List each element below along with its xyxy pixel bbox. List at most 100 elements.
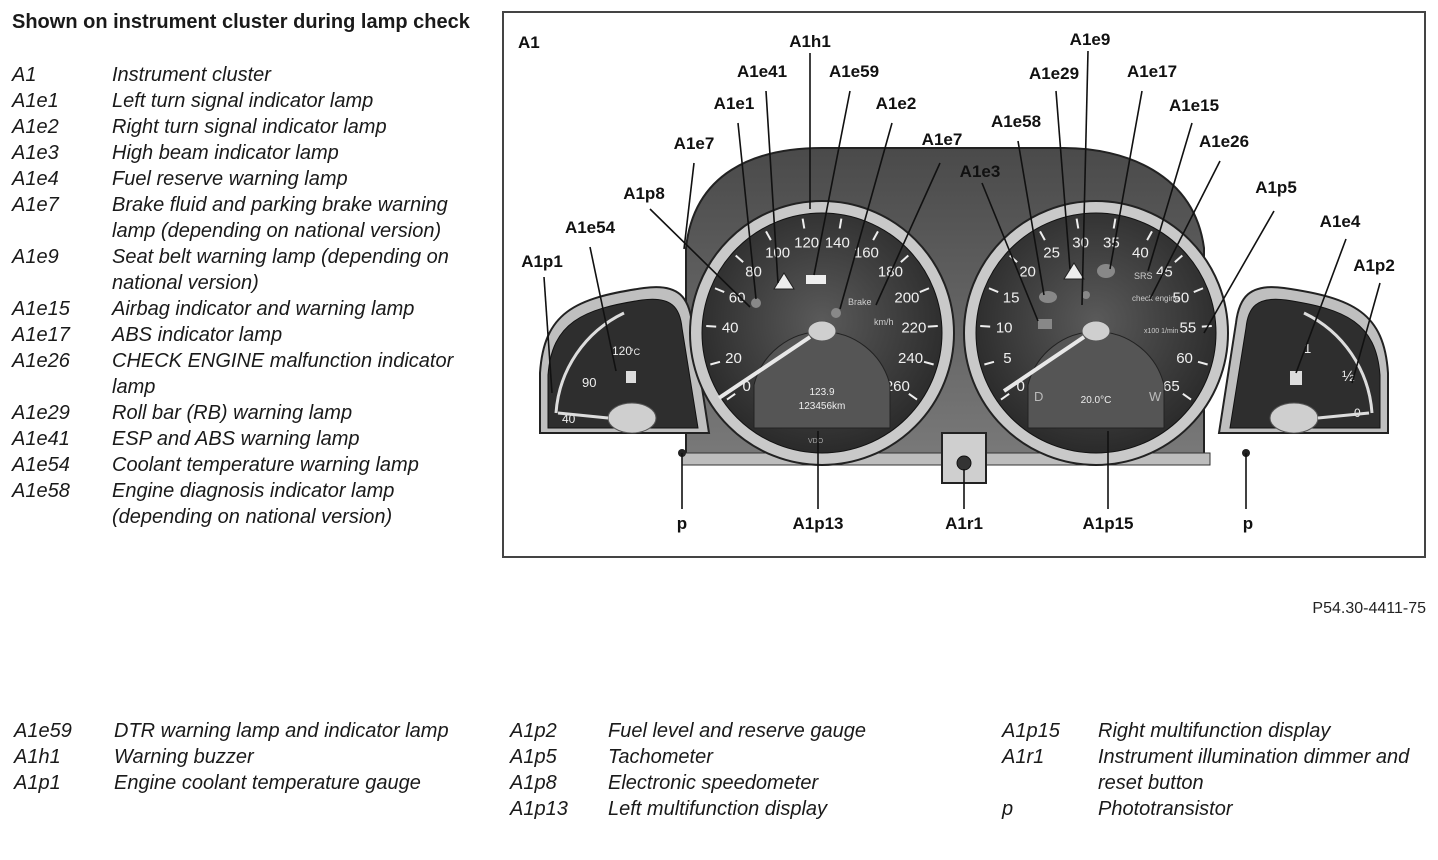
legend-description: ESP and ABS warning lamp	[112, 428, 360, 450]
callout-a1e41: A1e41	[737, 62, 787, 81]
legend-description: Instrument illumination dimmer and reset…	[1098, 746, 1410, 794]
speedometer-scale-label: 20	[725, 350, 742, 367]
check-engine-text: check engine	[1132, 294, 1180, 303]
callout-a1r1: A1r1	[945, 514, 983, 533]
legend-description: Left multifunction display	[608, 798, 828, 820]
callout-a1e29: A1e29	[1029, 64, 1079, 83]
callout-a1e7-left: A1e7	[674, 134, 715, 153]
legend-code: A1e29	[12, 402, 70, 424]
leader-a1e58	[1017, 140, 1045, 296]
leader-a1e59	[813, 90, 851, 276]
legend-description: Left turn signal indicator lamp	[112, 90, 374, 112]
callout-a1e15: A1e15	[1169, 96, 1219, 115]
legend-description: Right turn signal indicator lamp	[112, 116, 387, 138]
callout-a1e4: A1e4	[1320, 212, 1361, 231]
legend-description: Electronic speedometer	[608, 772, 819, 794]
speedometer-tick	[726, 392, 736, 401]
fuel-reserve-lamp	[1290, 371, 1302, 385]
legend-description: Engine coolant temperature gauge	[114, 772, 421, 794]
seat-belt-icon	[1082, 291, 1090, 299]
brand-text: VDO	[808, 438, 824, 445]
instrument-cluster-figure: A1 90 40 120 °C 1 ½ 0 020406080100120140…	[502, 11, 1426, 558]
roll-bar-warning-icon	[1063, 262, 1085, 280]
legend-row: A1p1 Engine coolant temperature gauge	[14, 770, 454, 796]
speedometer-tick	[765, 230, 772, 241]
speedometer-scale-label: 120	[794, 234, 819, 251]
leader-a1p8	[649, 208, 751, 308]
speedometer-tick	[900, 254, 909, 263]
tachometer-scale-label: 65	[1163, 378, 1180, 395]
legend-row: A1p13 Left multifunction display	[510, 796, 930, 822]
fuel-scale-1: 1	[1304, 341, 1311, 356]
tachometer-tick	[1000, 392, 1010, 401]
speedometer-scale-label: 240	[898, 350, 923, 367]
leader-a1e7-left	[683, 162, 695, 250]
dimmer-reset-button	[956, 455, 972, 471]
legend-description: Roll bar (RB) warning lamp	[112, 402, 353, 424]
legend-description: Brake fluid and parking brake warning la…	[112, 194, 448, 242]
speedometer-scale-label: 160	[854, 244, 879, 261]
speedometer-tick	[710, 360, 721, 366]
legend-code: A1e3	[12, 142, 59, 164]
tachometer-scale-label: 35	[1103, 234, 1120, 251]
speedometer-scale-label: 260	[885, 378, 910, 395]
speedometer-tick	[923, 360, 934, 366]
legend-code: A1	[12, 64, 37, 86]
legend-code: A1e41	[12, 428, 70, 450]
tachometer-tick	[1146, 230, 1153, 241]
esp-abs-warning-icon	[773, 272, 795, 290]
display-temperature: 20.0°C	[1081, 395, 1112, 406]
tachometer-tick	[980, 324, 991, 328]
leader-a1e9	[1081, 50, 1089, 306]
leader-a1e41	[765, 90, 779, 284]
speedometer-scale-label: 100	[765, 244, 790, 261]
fuel-scale-half: ½	[1342, 368, 1355, 385]
callout-a1e2: A1e2	[876, 94, 917, 113]
tachometer-scale-label: 30	[1072, 234, 1089, 251]
callout-a1e7-right: A1e7	[922, 130, 963, 149]
legend-row: A1e29 Roll bar (RB) warning lamp	[12, 400, 482, 426]
speedometer-tick	[919, 287, 930, 294]
leader-a1e54	[589, 246, 617, 372]
tachometer-scale-label: 55	[1179, 319, 1196, 336]
speedometer-scale-label: 140	[825, 234, 850, 251]
tachometer-scale-label: 15	[1003, 290, 1020, 307]
coolant-needle	[557, 411, 609, 420]
coolant-needle-hub	[607, 402, 657, 434]
legend-code: A1p13	[510, 798, 568, 820]
legend-code: A1p1	[14, 772, 61, 794]
display-d: D	[1034, 389, 1043, 404]
callout-a1e1: A1e1	[714, 94, 755, 113]
speedometer-scale-label: 40	[722, 319, 739, 336]
legend-description: Instrument cluster	[112, 64, 271, 86]
leader-a1p2	[1351, 282, 1381, 384]
tachometer-tick	[1193, 287, 1204, 294]
figure-reference: P54.30-4411-75	[1312, 600, 1426, 617]
tachometer-scale-label: 5	[1003, 350, 1011, 367]
tachometer-needle	[1002, 335, 1086, 393]
legend-row: A1e41 ESP and ABS warning lamp	[12, 426, 482, 452]
leader-a1e7-right	[875, 162, 941, 306]
callout-a1e26: A1e26	[1199, 132, 1249, 151]
speedometer-tick	[706, 324, 717, 328]
coolant-scale-90: 90	[582, 375, 596, 390]
coolant-scale-120: 120	[612, 344, 632, 358]
tachometer-tick	[1075, 218, 1080, 229]
legend-description: Engine diagnosis indicator lamp (dependi…	[112, 480, 395, 528]
speedometer-tick	[927, 324, 938, 328]
legend-row: A1 Instrument cluster	[12, 62, 482, 88]
speedometer-needle-hub	[807, 320, 837, 342]
